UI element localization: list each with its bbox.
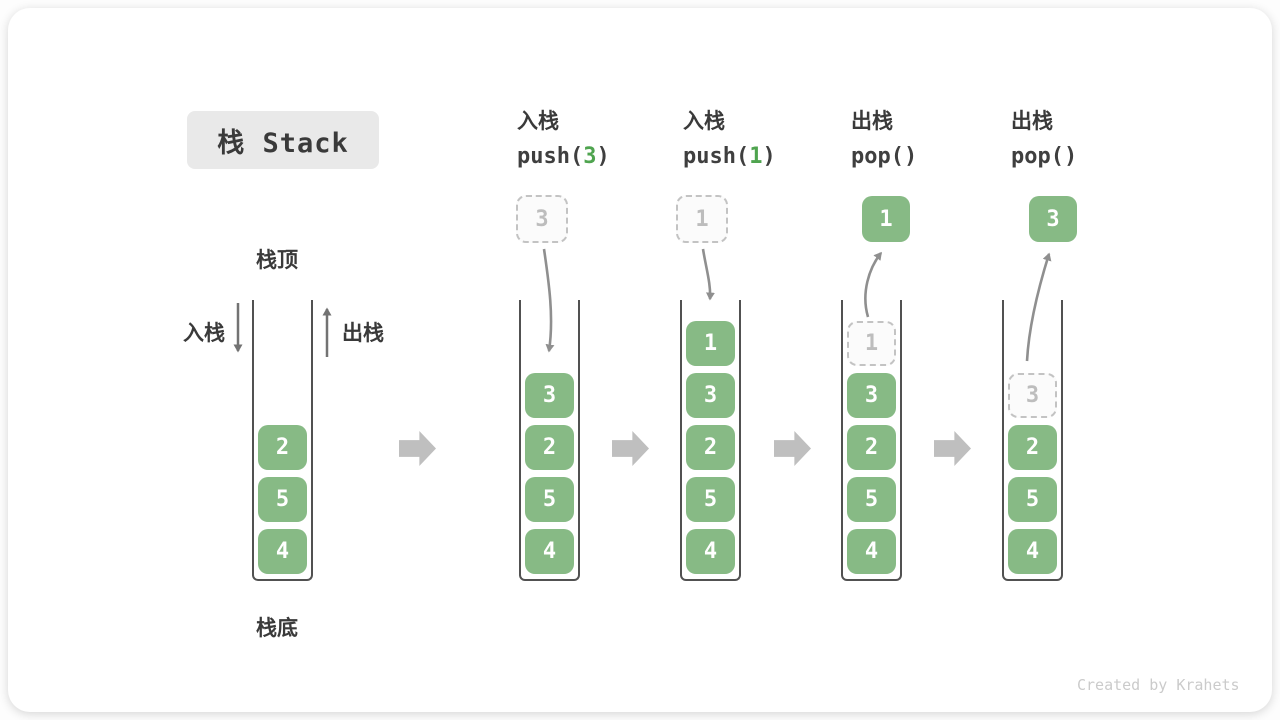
stack-cell: 3 — [525, 373, 574, 418]
code-text: ) — [1063, 144, 1078, 169]
stack-cell: 5 — [686, 477, 735, 522]
stack-cell: 4 — [258, 529, 307, 574]
stack-cell: 5 — [1008, 477, 1057, 522]
incoming-value-box: 3 — [516, 195, 568, 243]
stack-state-5: 3 2 5 4 — [1002, 300, 1063, 581]
watermark: Created by Krahets — [1077, 676, 1240, 694]
code-text: ) — [596, 144, 610, 169]
title-box: 栈 Stack — [187, 111, 379, 169]
operation-code: pop() — [851, 142, 1011, 172]
operation-push-1: 入栈 push(1) — [683, 108, 843, 172]
stack-cell: 4 — [525, 529, 574, 574]
popped-value-box: 3 — [1029, 196, 1077, 242]
operation-label: 出栈 — [851, 110, 893, 133]
stack-cell: 5 — [525, 477, 574, 522]
code-arg: 1 — [749, 144, 763, 169]
stack-cell: 2 — [1008, 425, 1057, 470]
stack-cell: 3 — [847, 373, 896, 418]
operation-label: 入栈 — [517, 110, 559, 133]
stack-cell: 4 — [1008, 529, 1057, 574]
code-text: ) — [903, 144, 918, 169]
stack-cell-removed: 3 — [1008, 373, 1057, 418]
stack-cell: 4 — [847, 529, 896, 574]
code-text: push( — [517, 144, 584, 169]
stack-top-label: 栈顶 — [256, 249, 298, 272]
stack-cell: 4 — [686, 529, 735, 574]
popped-value-box: 1 — [862, 196, 910, 242]
operation-pop-2: 出栈 pop() — [1011, 108, 1171, 172]
stack-cell: 2 — [258, 425, 307, 470]
stack-bottom-label: 栈底 — [256, 617, 298, 640]
code-arg: 3 — [583, 144, 597, 169]
code-text: push( — [683, 144, 750, 169]
code-text: ) — [762, 144, 776, 169]
code-text: pop( — [851, 144, 904, 169]
operation-label: 入栈 — [683, 110, 725, 133]
stack-cell: 2 — [686, 425, 735, 470]
page-title: 栈 Stack — [217, 127, 349, 159]
stack-cell: 2 — [847, 425, 896, 470]
stack-cell: 2 — [525, 425, 574, 470]
stack-cell-removed: 1 — [847, 321, 896, 366]
stack-state-4: 1 3 2 5 4 — [841, 300, 902, 581]
operation-code: pop() — [1011, 142, 1171, 172]
stack-state-1: 2 5 4 — [252, 300, 313, 581]
pop-side-label: 出栈 — [342, 322, 384, 345]
incoming-value-box: 1 — [676, 195, 728, 243]
stack-state-3: 1 3 2 5 4 — [680, 300, 741, 581]
operation-push-3: 入栈 push(3) — [517, 108, 677, 172]
code-text: pop( — [1011, 144, 1064, 169]
push-side-label: 入栈 — [183, 322, 225, 345]
operation-code: push(1) — [683, 142, 843, 172]
stack-cell: 3 — [686, 373, 735, 418]
stack-state-2: 3 2 5 4 — [519, 300, 580, 581]
stack-cell: 1 — [686, 321, 735, 366]
operation-label: 出栈 — [1011, 110, 1053, 133]
stack-cell: 5 — [847, 477, 896, 522]
operation-pop-1: 出栈 pop() — [851, 108, 1011, 172]
operation-code: push(3) — [517, 142, 677, 172]
stack-cell: 5 — [258, 477, 307, 522]
